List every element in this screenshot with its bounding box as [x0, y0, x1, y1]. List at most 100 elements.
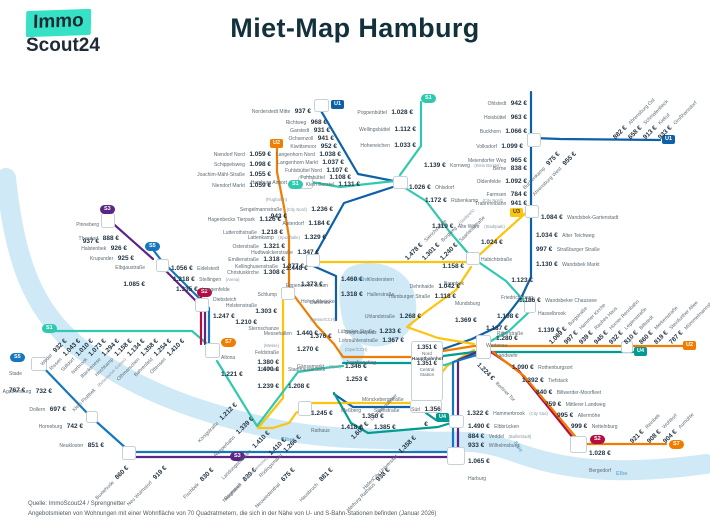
- station-label: Ochsenzoll 941 €: [288, 135, 334, 142]
- station-label: 1.158 €Barmbek: [442, 263, 464, 287]
- transit-line-U4: [332, 391, 453, 435]
- river-label: Elbe: [616, 471, 628, 477]
- transit-line-S1: [309, 179, 397, 189]
- transit-line-S3: [107, 218, 155, 261]
- transit-line-U2: [275, 145, 688, 359]
- station-label: 1.139 € Kornweg (Klein Borstel): [424, 162, 501, 169]
- interchange-box: [447, 447, 465, 465]
- station-label: Schippelsweg 1.098 €: [214, 161, 271, 168]
- station-label: 1.119 € Alte Wöhr (Stadtpark): [432, 223, 505, 230]
- interchange-box: [205, 343, 220, 358]
- interchange-box: [86, 411, 98, 423]
- hbf-sued-label: Süd: [411, 407, 421, 413]
- station-label: Fuhlsbüttel 1.108 €: [300, 174, 351, 181]
- line-badge-S1: S1: [42, 324, 57, 333]
- station-label: Dollern 697 €: [29, 406, 66, 413]
- station-label: Berne 838 €: [492, 165, 527, 172]
- line-badge-S7: S7: [221, 338, 236, 347]
- station-label: Garstedt 931 €: [290, 127, 330, 134]
- transit-line-U1: [532, 136, 662, 142]
- transit-line-U1: [309, 263, 338, 322]
- station-label: Langenhorn Markt 1.037 €: [277, 159, 344, 166]
- station-label: 995 € Allermöhe: [557, 412, 601, 419]
- transit-line-S1: [398, 100, 423, 177]
- hbf-name: Hauptbahnhof: [412, 356, 444, 361]
- transit-line-S1: [215, 359, 345, 428]
- station-label: Hoisbüttel 963 €: [484, 114, 527, 121]
- station-label: Krupunder 925 €: [89, 255, 134, 262]
- station-label: 1.280 €Landwehr: [496, 335, 518, 359]
- station-label: 1.065 €Harburg: [468, 458, 490, 482]
- elbe-river: [0, 168, 710, 481]
- interchange-box: [306, 254, 320, 267]
- station-label: 759 € Mittlerer Landweg: [545, 401, 606, 408]
- interchange-box: [393, 176, 408, 189]
- station-label: Joachim-Mähl-Straße 1.055 €: [197, 171, 271, 178]
- hauptbahnhof-box: 1.351 € Nord Hauptbahnhof 1.351 € Centra…: [411, 341, 443, 401]
- station-label: 1.084 € Wandsbek-Gartenstadt: [541, 214, 619, 221]
- transit-line-U1: [441, 90, 533, 351]
- hbf-sued-price: 1.356 €: [424, 406, 441, 428]
- station-label: 1.123 €Friedrichsberg: [501, 277, 533, 301]
- interchange-box: [525, 205, 539, 218]
- station-label: Emilienstraße 1.318 €: [228, 256, 285, 263]
- station-label: Meiendorfer Weg 965 €: [468, 157, 527, 164]
- station-label: Hoheneichen 1.033 €: [360, 142, 416, 149]
- transit-line-S1: [475, 259, 527, 304]
- station-label: 840 € Billwerder-Moorfleet: [536, 389, 602, 396]
- station-label: Agathenburg 732 €: [2, 388, 52, 395]
- line-badge-S5: S5: [145, 242, 160, 251]
- station-label: 1.028 €Bergedorf: [589, 450, 611, 474]
- station-label: Fuhlsbüttel Nord 1.107 €: [285, 167, 348, 174]
- station-label: Poppenbüttel 1.028 €: [357, 109, 413, 116]
- line-badge-S2: S2: [197, 288, 212, 297]
- station-label: Christuskirche 1.308 €: [227, 269, 285, 276]
- river-label: Elbe: [281, 437, 293, 443]
- station-label: Niendorf Nord 1.059 €: [213, 151, 271, 158]
- station-label: Oldenfelde 1.092 €: [476, 178, 527, 185]
- station-label: 1.245 €Rathaus: [311, 410, 333, 434]
- station-label: 884 € Veddel (BallinStadt): [468, 433, 532, 440]
- line-badge-U1: U1: [331, 100, 345, 109]
- station-label: Niendorf Markt 1.059 €: [212, 182, 271, 189]
- station-label: Alsterdorf 1.184 €: [282, 220, 330, 227]
- station-label: Buckhorn 1.066 €: [479, 128, 527, 135]
- interchange-box: [122, 446, 136, 460]
- station-label: Uhlandstraße 1.268 €: [364, 313, 421, 320]
- station-label: Wellingsbüttel 1.112 €: [359, 126, 416, 133]
- station-label: Dehnhaide 1.042 €: [409, 283, 460, 290]
- line-badge-U2: U2: [683, 341, 697, 350]
- station-label: 1.172 € Rübenkamp (City Nord): [425, 197, 503, 204]
- interchange-box: [156, 259, 169, 272]
- line-badge-S2: S2: [590, 435, 605, 444]
- station-label: 1.187 €Wartenau: [486, 325, 508, 349]
- station-label: Lutterothstraße 1.218 €: [222, 229, 283, 236]
- line-badge-U4: U4: [436, 413, 450, 422]
- transit-line-S5: [149, 245, 211, 346]
- station-label: Klein Borstel 1.131 €: [305, 181, 360, 188]
- station-label: Stephansplatz(Oper/CCH)1.346 €: [345, 330, 377, 370]
- station-label: Hagenbecks Tierpark 1.126 €: [207, 216, 281, 223]
- interchange-box: [524, 301, 536, 313]
- line-badge-U4: U4: [634, 347, 648, 356]
- interchange-box: [31, 357, 47, 371]
- station-label: 1.270 €Gänsemarkt (Oper): [297, 346, 341, 370]
- station-label: Langenhorn Nord 1.038 €: [275, 151, 341, 158]
- hbf-nord-price: 1.351 €: [416, 345, 438, 351]
- transit-line-S7: [491, 350, 582, 444]
- station-label: 1.218 € Stellingen (Arena): [173, 276, 240, 283]
- station-label: Hamburger Straße 1.118 €: [388, 293, 456, 300]
- station-label: Sengelmannstraße (City Nord) 1.236 €: [239, 206, 333, 213]
- interchange-box: [621, 341, 633, 353]
- line-badge-S1: S1: [288, 180, 303, 189]
- river-label: Alster: [354, 277, 370, 283]
- line-badge-S3: S3: [100, 205, 115, 214]
- station-label: Dammtor(Messe/CCH)1.376 €: [310, 300, 336, 340]
